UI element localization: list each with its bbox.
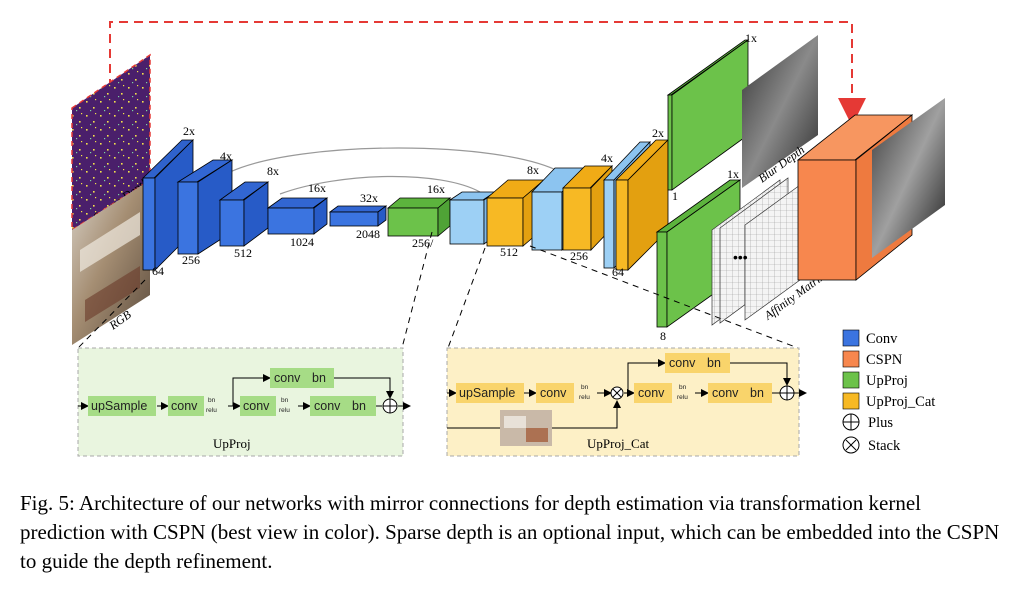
upproj-relu-sub-2: relu xyxy=(279,407,290,414)
conv-block-5 xyxy=(328,205,388,227)
upproj-conv-block-3: conv xyxy=(314,399,341,413)
channel-label-affinity-8: 8 xyxy=(660,329,666,343)
upproj-block-1 xyxy=(386,197,452,237)
scale-label-affinity-1x: 1x xyxy=(727,167,739,181)
upproj-bn-block-3: bn xyxy=(352,399,366,413)
rgb-thumbnail xyxy=(500,410,552,446)
plus-icon xyxy=(779,385,795,401)
encoder xyxy=(142,139,388,271)
architecture-diagram: Sparse Depth RGB xyxy=(71,21,945,457)
upproj-cat-conv-block-3: conv xyxy=(712,386,739,400)
scale-label-dec-2x: 2x xyxy=(652,126,664,140)
svg-text:•••: ••• xyxy=(733,249,748,265)
scale-label-dec-8x: 8x xyxy=(527,163,539,177)
scale-label-4x: 4x xyxy=(220,149,232,163)
scale-label-16x: 16x xyxy=(308,181,326,195)
upproj-cat-shortcut-conv: conv xyxy=(669,356,696,370)
scale-label-dec-16x: 16x xyxy=(427,182,445,196)
channel-label-dec-256b: 256 xyxy=(570,249,588,263)
legend-label-upproj-cat: UpProj_Cat xyxy=(866,394,935,410)
upproj-block-blur xyxy=(666,39,750,191)
channel-label-512: 512 xyxy=(234,246,252,260)
legend-label-upproj: UpProj xyxy=(866,373,908,389)
legend-label-stack: Stack xyxy=(868,438,901,454)
rgb-image: RGB xyxy=(72,180,150,345)
channel-label-2048: 2048 xyxy=(356,227,380,241)
conv-block-4 xyxy=(266,197,329,235)
channel-label-blur-1: 1 xyxy=(672,189,678,203)
channel-label-dec-64: 64 xyxy=(612,265,624,279)
legend-swatch-upproj xyxy=(842,371,860,389)
upproj-cat-panel-title: UpProj_Cat xyxy=(587,436,650,451)
scale-label-32x: 32x xyxy=(360,191,378,205)
upproj-bn-sub-2: bn xyxy=(281,397,289,404)
scale-label-blur-1x: 1x xyxy=(745,31,757,45)
zoom-guides xyxy=(77,231,799,349)
legend-swatch-conv xyxy=(842,329,860,347)
scale-label-8x: 8x xyxy=(267,164,279,178)
figure-caption: Fig. 5: Architecture of our networks wit… xyxy=(20,491,1000,573)
channel-label-256: 256 xyxy=(182,253,200,267)
legend-label-conv: Conv xyxy=(866,331,898,347)
legend-swatch-cspn xyxy=(842,350,860,368)
plus-icon xyxy=(382,398,398,414)
scale-label-dec-4x: 4x xyxy=(601,151,613,165)
legend-swatch-upproj-cat xyxy=(842,392,860,410)
legend-plus-icon xyxy=(842,413,860,431)
upproj-cat-conv-block-2: conv xyxy=(638,386,665,400)
channel-label-64: 64 xyxy=(152,264,164,278)
channel-label-1024: 1024 xyxy=(290,235,314,249)
scale-label-2x: 2x xyxy=(183,124,195,138)
upproj-panel-title: UpProj xyxy=(213,436,251,451)
stack-icon xyxy=(610,386,624,400)
upproj-cat-panel: upSample conv bn relu conv bn relu conv … xyxy=(446,347,807,457)
channel-label-dec-256: 256/ xyxy=(412,236,434,250)
upproj-bn-sub-1: bn xyxy=(208,397,216,404)
upproj-cat-bn-sub-1: bn xyxy=(581,384,589,391)
upproj-cat-bn-block-3: bn xyxy=(750,386,764,400)
upproj-cat-upsample-block: upSample xyxy=(459,386,515,400)
sparse-depth-connection xyxy=(109,21,866,126)
upproj-conv-block-1: conv xyxy=(171,399,198,413)
legend-label-cspn: CSPN xyxy=(866,352,903,368)
upproj-relu-sub-1: relu xyxy=(206,407,217,414)
upproj-shortcut-bn: bn xyxy=(312,371,326,385)
upproj-cat-shortcut-bn: bn xyxy=(707,356,721,370)
refined-depth-image xyxy=(872,98,945,258)
legend-stack-icon xyxy=(842,436,860,454)
legend: Conv CSPN UpProj UpProj_Cat Plus Stack xyxy=(842,329,935,454)
upproj-cat-relu-sub-1: relu xyxy=(579,394,590,401)
skip-connections xyxy=(229,147,561,195)
channel-label-dec-512: 512 xyxy=(500,245,518,259)
upproj-upsample-block: upSample xyxy=(91,399,147,413)
upproj-panel: upSample conv bn relu conv bn relu conv … xyxy=(77,347,411,457)
upproj-cat-relu-sub-2: relu xyxy=(677,394,688,401)
legend-label-plus: Plus xyxy=(868,415,893,431)
upproj-conv-block-2: conv xyxy=(243,399,270,413)
upproj-shortcut-conv: conv xyxy=(274,371,301,385)
upproj-cat-bn-sub-2: bn xyxy=(679,384,687,391)
upproj-cat-conv-block-1: conv xyxy=(540,386,567,400)
decoder xyxy=(386,39,750,328)
